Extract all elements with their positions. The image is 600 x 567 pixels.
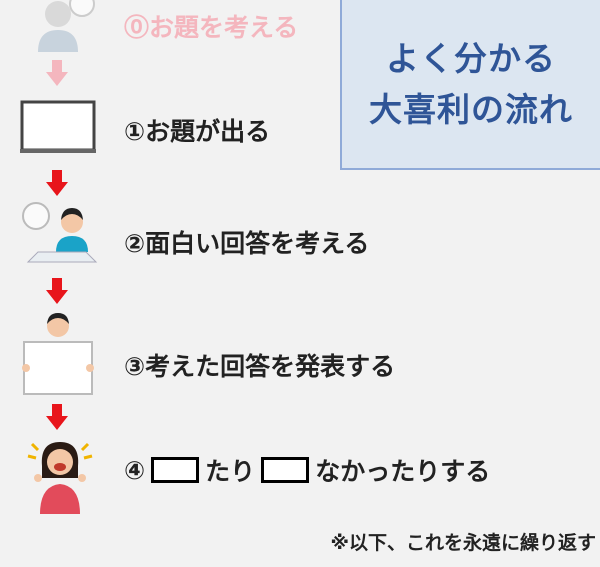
step-4-mid: たり: [205, 457, 256, 486]
blank-box: [151, 457, 200, 483]
title-line-2: 大喜利の流れ: [369, 90, 573, 129]
step-1-label: ①お題が出る: [124, 117, 271, 146]
blank-box: [261, 457, 310, 483]
step-2-label: ②面白い回答を考える: [124, 229, 370, 258]
down-arrow-icon: [46, 170, 68, 196]
down-arrow-icon: [46, 404, 68, 430]
whiteboard-icon: [20, 100, 96, 153]
person-holding-board-icon: [22, 313, 94, 395]
title-line-1: よく分かる: [386, 38, 556, 78]
down-arrow-icon: [46, 278, 68, 304]
down-arrow-icon: [46, 60, 68, 86]
step-4-prefix: ④: [124, 455, 146, 485]
step-3-label: ③考えた回答を発表する: [124, 352, 396, 381]
step-0-label: ⓪お題を考える: [124, 13, 299, 42]
laughing-woman-icon: [27, 442, 93, 514]
step-4-suffix: なかったりする: [315, 457, 491, 486]
thinking-at-desk-icon: [22, 202, 98, 263]
title-box: よく分かる 大喜利の流れ: [340, 0, 600, 170]
step-4-label: ④ たり なかったりする: [124, 452, 490, 488]
repeat-note: ※以下、これを永遠に繰り返す: [330, 532, 596, 554]
thinking-person-icon: [38, 0, 95, 52]
